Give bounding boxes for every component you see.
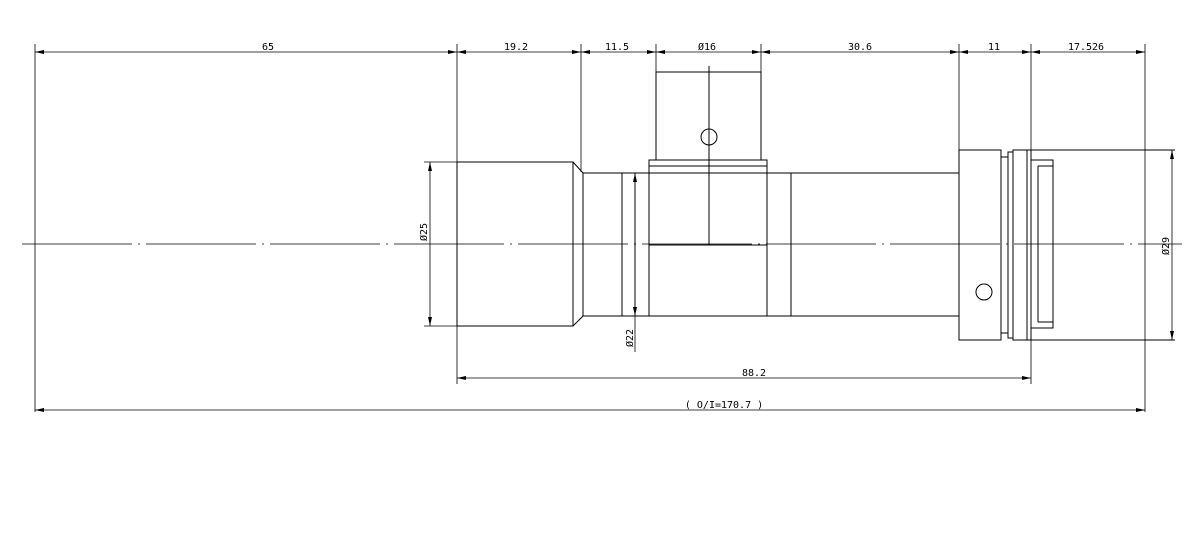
- dim-17-526: 17.526: [1068, 42, 1104, 53]
- dim-total-oi: ( O/I=170.7 ): [685, 400, 763, 411]
- mount-screw-hole: [700, 128, 718, 146]
- dim-dia25: Ø25: [418, 223, 430, 241]
- dim-11-5: 11.5: [605, 42, 629, 53]
- mount-block: [648, 165, 768, 246]
- total-length-dimension: [35, 408, 1145, 412]
- dim-dia29: Ø29: [1160, 237, 1172, 255]
- dim-dia22: Ø22: [624, 329, 636, 347]
- length-88-2-dimension: [456, 326, 1032, 384]
- dim-88-2: 88.2: [742, 368, 766, 379]
- dim-dia16: Ø16: [698, 41, 716, 53]
- rear-mount: [1030, 159, 1054, 329]
- dim-65: 65: [262, 42, 274, 53]
- collar-screw-hole: [975, 283, 993, 301]
- dim-19-2: 19.2: [504, 42, 528, 53]
- rear-ring: [1012, 149, 1032, 341]
- dia29-dimension: [1170, 150, 1174, 340]
- dim-30-6: 30.6: [848, 42, 872, 53]
- lens-body: [456, 66, 1175, 341]
- dia25-dimension: [424, 161, 457, 327]
- rear-collar: [958, 149, 1002, 341]
- dia22-dimension: [633, 173, 637, 352]
- dim-11: 11: [988, 42, 1000, 53]
- top-dimension-chain: [34, 44, 1146, 412]
